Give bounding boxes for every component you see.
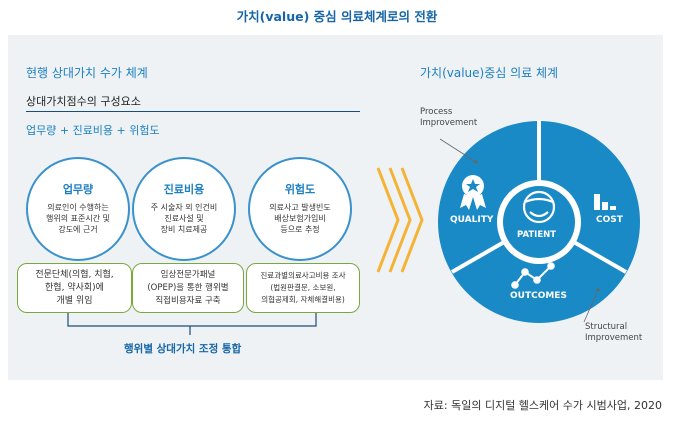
desc-line: 강도에 근거 bbox=[58, 225, 98, 234]
circle-desc: 의료인이 수행하는 행위의 표준시간 및 강도에 근거 bbox=[28, 202, 128, 235]
source-note: 자료: 독일의 디지털 헬스케어 수가 시범사업, 2020 bbox=[423, 399, 662, 412]
box-workload: 전문단체(의협, 치협, 한협, 약사회)에 개별 위임 bbox=[17, 263, 132, 313]
label-line: Improvement bbox=[585, 333, 643, 343]
structural-improvement-label: Structural Improvement bbox=[585, 322, 642, 344]
patient-icon bbox=[522, 190, 556, 224]
process-improvement-label: Process Improvement bbox=[420, 107, 477, 129]
bracket bbox=[67, 313, 317, 327]
label-line: Improvement bbox=[420, 118, 478, 128]
circle-desc: 주 시술자 외 인건비 진료사설 및 장비 치료제공 bbox=[134, 202, 234, 235]
box-line: 개별 위임 bbox=[56, 295, 93, 306]
desc-line: 진료사설 및 bbox=[164, 214, 204, 223]
desc-line: 배상보험가입비 bbox=[274, 214, 326, 223]
desc-line: 장비 치료제공 bbox=[160, 225, 208, 234]
box-line: 한협, 약사회)에 bbox=[45, 282, 104, 293]
right-heading: 가치(value)중심 의료 체계 bbox=[420, 66, 559, 80]
formula: 업무량 + 진료비용 + 위험도 bbox=[26, 124, 160, 137]
label-line: Process bbox=[420, 107, 453, 117]
circle-title: 업무량 bbox=[62, 183, 94, 196]
pointer-line bbox=[583, 289, 599, 323]
desc-line: 주 시술자 외 인건비 bbox=[150, 203, 218, 212]
box-line: 직접비용자료 구축 bbox=[155, 295, 221, 306]
left-heading: 현행 상대가치 수가 체계 bbox=[26, 66, 148, 80]
bottom-label: 행위별 상대가치 조정 통합 bbox=[124, 343, 242, 355]
circle-desc: 의료사고 발생빈도 배상보험가입비 등으로 추정 bbox=[250, 202, 350, 235]
pointer-line bbox=[439, 138, 477, 163]
box-line: 진료과별의료사고비용 조사 bbox=[260, 271, 346, 280]
page-title: 가치(value) 중심 의료체계로의 전환 bbox=[236, 9, 438, 24]
circle-cost: 진료비용 주 시술자 외 인건비 진료사설 및 장비 치료제공 bbox=[132, 157, 236, 261]
circle-risk: 위험도 의료사고 발생빈도 배상보험가입비 등으로 추정 bbox=[248, 157, 352, 261]
desc-line: 행위의 표준시간 및 bbox=[46, 214, 110, 223]
box-line: 임상전문가패널 bbox=[160, 269, 216, 280]
box-risk: 진료과별의료사고비용 조사 (법원판결문, 소보원, 의협공제회, 자체해결비용… bbox=[246, 263, 360, 313]
box-cost: 임상전문가패널 (OPEP)을 통한 행위별 직접비용자료 구축 bbox=[132, 263, 244, 313]
box-line: (OPEP)을 통한 행위별 bbox=[147, 282, 229, 293]
chevron-arrows-icon bbox=[376, 167, 424, 273]
desc-line: 등으로 추정 bbox=[280, 225, 320, 234]
box-line: 전문단체(의협, 치협, bbox=[35, 269, 114, 280]
desc-line: 의료사고 발생빈도 bbox=[269, 203, 331, 212]
circle-title: 진료비용 bbox=[163, 183, 205, 196]
center-label-patient: PATIENT bbox=[517, 230, 557, 240]
box-line: 의협공제회, 자체해결비용) bbox=[261, 295, 345, 304]
desc-line: 의료인이 수행하는 bbox=[47, 203, 109, 212]
trend-line-icon bbox=[511, 262, 555, 289]
segment-label-quality: QUALITY bbox=[450, 215, 494, 225]
box-line: (법원판결문, 소보원, bbox=[270, 283, 336, 292]
label-line: Structural bbox=[585, 322, 628, 332]
circle-workload: 업무량 의료인이 수행하는 행위의 표준시간 및 강도에 근거 bbox=[26, 157, 130, 261]
segment-label-outcomes: OUTCOMES bbox=[510, 291, 567, 301]
divider bbox=[26, 111, 360, 112]
sub-heading: 상대가치점수의 구성요소 bbox=[26, 95, 141, 108]
segment-label-cost: COST bbox=[596, 215, 623, 225]
circle-title: 위험도 bbox=[284, 183, 316, 196]
award-ribbon-icon bbox=[460, 175, 486, 210]
dollar-chart-icon bbox=[594, 194, 616, 210]
